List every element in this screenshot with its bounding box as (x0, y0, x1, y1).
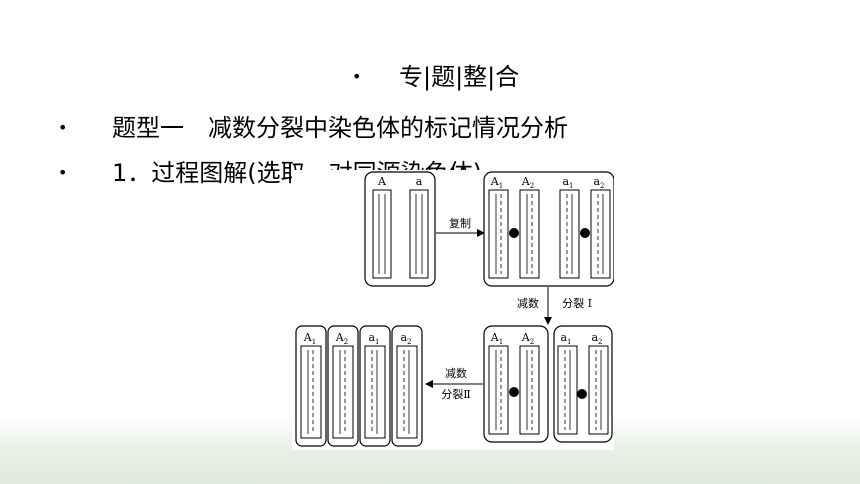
centromere-dot (509, 387, 519, 397)
chromosome-a-replicated (559, 189, 611, 279)
label-a1: a1 (562, 175, 573, 190)
daughter-cell-A: A1 A2 (483, 325, 549, 443)
topic-line: • 题型一 减数分裂中染色体的标记情况分析 (58, 113, 568, 143)
original-cell: A a (364, 171, 436, 287)
replication-label: 复制 (449, 216, 471, 230)
daughter-cell-a: a1 a2 (553, 325, 613, 443)
chromosome-A (372, 189, 392, 279)
label-a2: a2 (400, 331, 411, 346)
centromere-dot (509, 228, 519, 238)
meiosis2-label-b: 分裂Ⅱ (441, 388, 470, 401)
gamete-a2: a2 (391, 325, 423, 447)
gamete-A1: A1 (295, 325, 327, 447)
centromere-dot (580, 228, 590, 238)
label-A2: A2 (335, 331, 348, 346)
label-a2: a2 (591, 331, 602, 346)
gamete-A2: A2 (327, 325, 359, 447)
label-A2: A2 (521, 175, 534, 190)
gamete-a1: a1 (359, 325, 391, 447)
label-A1: A1 (490, 331, 503, 346)
meiosis-diagram: A a 复制 (292, 170, 615, 450)
label-a1: a1 (368, 331, 379, 346)
chromosome-a (409, 189, 429, 279)
heading-text: 专|题|整|合 (399, 63, 520, 91)
meiosis2-label-a: 减数 (445, 367, 467, 380)
topic-text: 题型一 减数分裂中染色体的标记情况分析 (112, 114, 568, 142)
slide-heading: • 专|题|整|合 (352, 62, 519, 92)
bullet-dot: • (58, 163, 68, 182)
meiosis1-label-b: 分裂 Ⅰ (562, 297, 592, 310)
bullet-dot: • (352, 67, 362, 86)
label-A1: A1 (303, 331, 316, 346)
bullet-dot: • (58, 118, 68, 137)
meiosis-diagram-svg: A a 复制 (295, 171, 615, 447)
label-A: A (377, 175, 387, 188)
replicated-cell: A1 A2 a1 a2 (483, 171, 615, 287)
meiosis1-label-a: 减数 (517, 297, 539, 310)
label-A2: A2 (521, 331, 534, 346)
label-a2: a2 (593, 175, 604, 190)
label-A1: A1 (490, 175, 503, 190)
label-a1: a1 (560, 331, 571, 346)
centromere-dot (577, 389, 587, 399)
label-a: a (416, 175, 423, 188)
chromosome-A-replicated (488, 189, 540, 279)
